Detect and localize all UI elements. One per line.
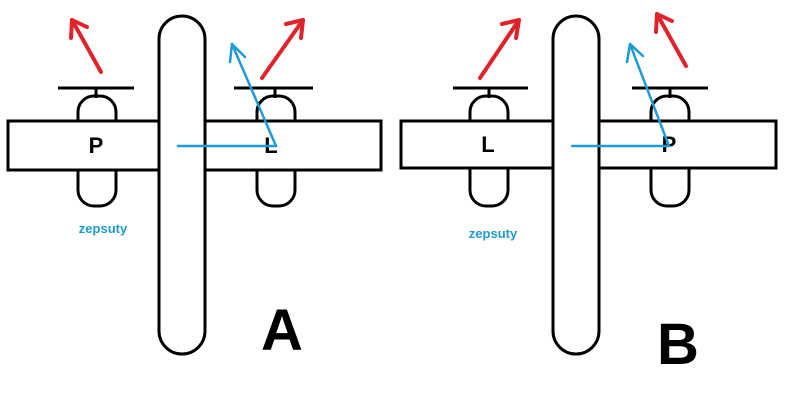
engine-label-left-a: P — [89, 133, 104, 158]
engine-label-left-b: L — [481, 132, 494, 157]
resultant-vector-a — [176, 42, 278, 148]
diagram-a: P L zepsuty A — [6, 14, 383, 363]
panel-label-b: B — [657, 312, 699, 377]
thrust-arrow-left-b — [478, 18, 521, 80]
thrust-arrow-right-a — [260, 18, 305, 80]
fuselage-a — [157, 14, 207, 356]
diagram-b: L P zepsuty B — [399, 12, 778, 377]
fuselage-b — [551, 14, 601, 356]
resultant-vector-b — [570, 42, 671, 148]
thrust-arrow-right-b — [654, 12, 688, 68]
panel-label-a: A — [261, 298, 303, 363]
thrust-arrow-left-a — [69, 18, 103, 74]
broken-engine-note-b: zepsuty — [469, 226, 518, 241]
broken-engine-note-a: zepsuty — [79, 221, 128, 236]
